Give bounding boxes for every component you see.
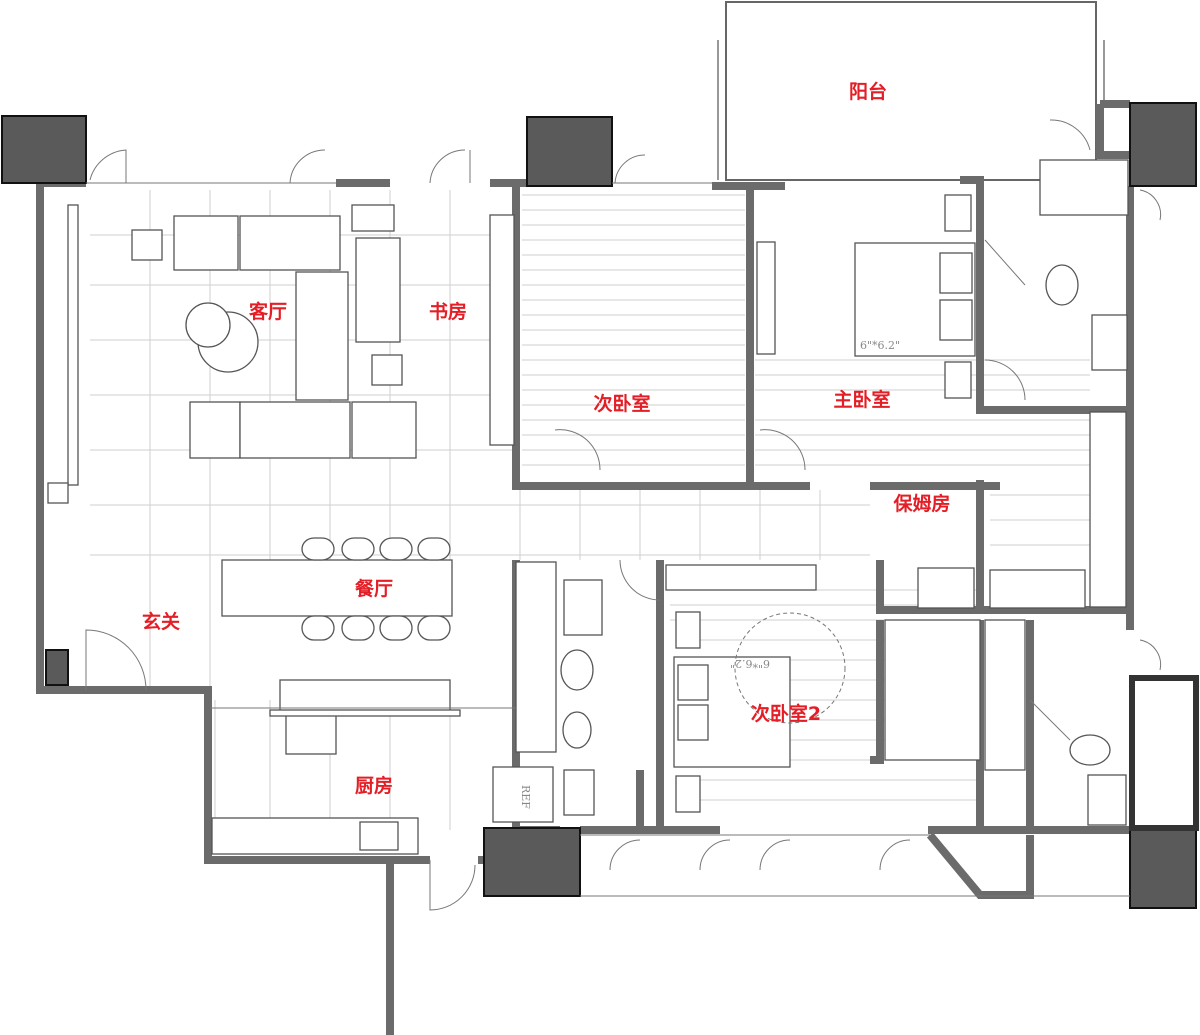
label-kitchen: 厨房 bbox=[355, 774, 393, 797]
label-living-room: 客厅 bbox=[249, 300, 287, 323]
label-study: 书房 bbox=[429, 300, 467, 323]
dining-chairs bbox=[301, 537, 451, 641]
label-nanny-room: 保姆房 bbox=[892, 492, 950, 515]
fridge-label: REF bbox=[519, 785, 532, 809]
structural-columns bbox=[1, 102, 1199, 909]
bedroom-furniture bbox=[665, 194, 1127, 813]
living-room-furniture bbox=[47, 204, 515, 504]
label-entrance: 玄关 bbox=[142, 610, 180, 633]
dining-kitchen-furniture bbox=[210, 537, 557, 855]
label-second-bedroom: 次卧室 bbox=[593, 392, 650, 415]
bedroom2-bed-size: 6"*6.2" bbox=[730, 657, 770, 670]
master-bed-size: 6"*6.2" bbox=[860, 339, 900, 352]
floor-grid bbox=[90, 190, 1090, 830]
label-balcony: 阳台 bbox=[849, 80, 887, 103]
door-swings bbox=[85, 119, 1162, 911]
label-master-bedroom: 主卧室 bbox=[833, 388, 890, 411]
bathroom-fixtures bbox=[560, 159, 1129, 826]
balcony-outline bbox=[725, 1, 1097, 181]
label-second-bedroom-2: 次卧室2 bbox=[751, 702, 821, 725]
label-dining-room: 餐厅 bbox=[355, 577, 393, 600]
